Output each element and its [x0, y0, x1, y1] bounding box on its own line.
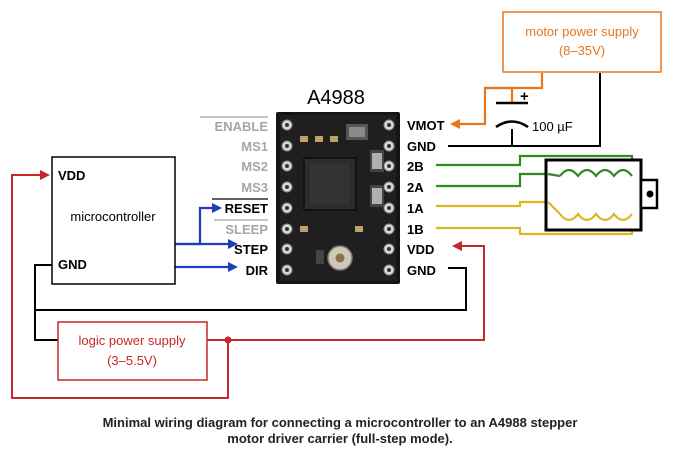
pin-gnd-logic: GND — [407, 263, 436, 278]
signal-wires — [175, 203, 238, 272]
mcu-vdd-label: VDD — [58, 168, 85, 183]
caption-line-2: motor driver carrier (full-step mode). — [227, 431, 452, 446]
pin-vdd-logic: VDD — [407, 242, 434, 257]
active-low-overlines — [200, 116, 268, 221]
caption-line-1: Minimal wiring diagram for connecting a … — [103, 415, 578, 430]
pin-dir: DIR — [246, 263, 269, 278]
pin-gnd-motor: GND — [407, 139, 436, 154]
coil-2-winding — [559, 168, 633, 178]
motor-supply-gnd-wire — [448, 73, 601, 147]
vmot-wire — [450, 73, 544, 129]
capacitor-plus: + — [520, 88, 529, 105]
stepper-motor — [544, 158, 659, 232]
pin-step: STEP — [234, 242, 268, 257]
logic-supply-range: (3–5.5V) — [107, 353, 157, 368]
left-pin-labels: ENABLE MS1 MS2 MS3 RESET SLEEP STEP DIR — [215, 119, 269, 278]
capacitor: + 100 µF — [495, 88, 573, 134]
driver-title: A4988 — [307, 87, 365, 109]
logic-power-supply: logic power supply (3–5.5V) — [57, 321, 208, 381]
pin-ms1: MS1 — [241, 139, 268, 154]
pin-reset: RESET — [225, 201, 268, 216]
coil-1-winding — [559, 212, 633, 222]
motor-power-supply: motor power supply (8–35V) — [502, 11, 662, 73]
pin-1a: 1A — [407, 201, 424, 216]
caption: Minimal wiring diagram for connecting a … — [103, 415, 578, 446]
pin-1b: 1B — [407, 222, 424, 237]
motor-supply-name: motor power supply — [525, 24, 639, 39]
logic-vdd-wire — [11, 170, 485, 399]
mcu-gnd-label: GND — [58, 257, 87, 272]
driver-board — [276, 112, 400, 284]
microcontroller-box: VDD microcontroller GND — [51, 156, 176, 285]
mcu-name: microcontroller — [70, 209, 156, 224]
logic-gnd-wire — [34, 264, 467, 341]
pin-sleep: SLEEP — [225, 222, 268, 237]
pin-2b: 2B — [407, 159, 424, 174]
pin-vmot: VMOT — [407, 118, 445, 133]
pin-2a: 2A — [407, 180, 424, 195]
right-pin-labels: VMOT GND 2B 2A 1A 1B VDD GND — [407, 118, 445, 278]
logic-supply-name: logic power supply — [79, 333, 186, 348]
pin-enable: ENABLE — [215, 119, 269, 134]
motor-supply-range: (8–35V) — [559, 43, 605, 58]
pin-ms3: MS3 — [241, 180, 268, 195]
pin-ms2: MS2 — [241, 159, 268, 174]
capacitor-value: 100 µF — [532, 119, 573, 134]
